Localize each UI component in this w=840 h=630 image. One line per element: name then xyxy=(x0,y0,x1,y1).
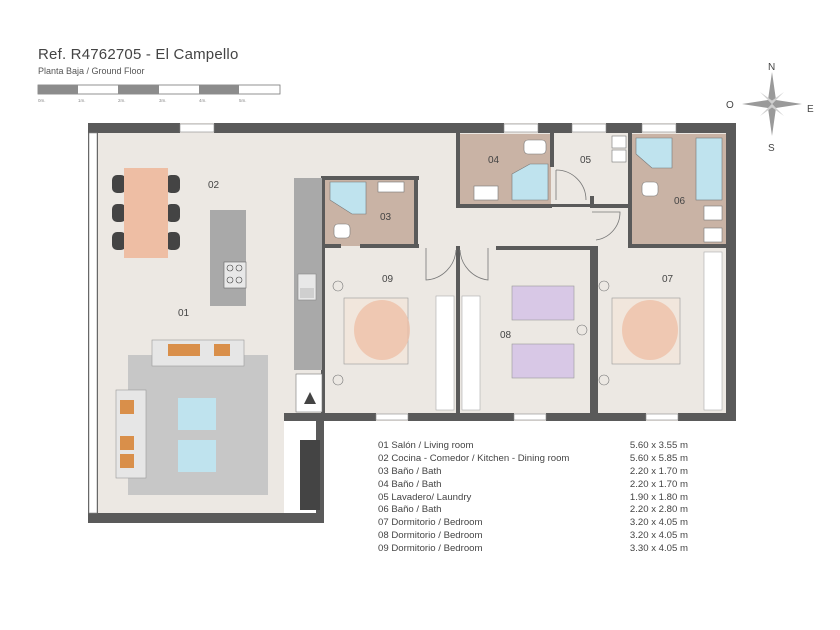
legend-row: 06 Baño / Bath 2.20 x 2.80 m xyxy=(378,504,688,517)
compass-e: E xyxy=(807,104,814,115)
legend-size: 3.30 x 4.05 m xyxy=(629,543,688,555)
legend-room: 06 Baño / Bath xyxy=(378,504,442,516)
living-area xyxy=(115,339,323,510)
legend-size: 2.20 x 2.80 m xyxy=(629,504,688,516)
scale-label: 0m. xyxy=(38,98,46,103)
windows xyxy=(88,123,679,514)
legend-row: 08 Dormitorio / Bedroom 3.20 x 4.05 m xyxy=(378,530,688,543)
room-label-08: 08 xyxy=(500,330,512,341)
legend-size: 2.20 x 1.70 m xyxy=(629,478,688,490)
legend-row: 03 Baño / Bath 2.20 x 1.70 m xyxy=(378,466,688,479)
scale-bar: 0m. 1m. 2m. 3m. 4m. 5m. xyxy=(37,84,281,103)
legend-size: 3.20 x 4.05 m xyxy=(629,517,688,529)
bedroom-08-furniture xyxy=(461,285,588,411)
bedroom-09-furniture xyxy=(332,280,455,411)
scale-label: 3m. xyxy=(159,98,167,103)
bedroom-07-furniture xyxy=(598,251,723,411)
legend-size: 2.20 x 1.70 m xyxy=(629,465,688,477)
room-label-03: 03 xyxy=(380,212,392,223)
legend-row: 09 Dormitorio / Bedroom 3.30 x 4.05 m xyxy=(378,543,688,556)
compass-rose: N S E O xyxy=(726,62,814,154)
legend-room: 03 Baño / Bath xyxy=(378,465,442,477)
legend-size: 3.20 x 4.05 m xyxy=(629,530,688,542)
page-title: Ref. R4762705 - El Campello xyxy=(38,46,239,63)
room-labels: 01 02 03 04 05 06 07 08 09 xyxy=(178,155,686,341)
interior-walls xyxy=(321,133,726,416)
legend-row: 04 Baño / Bath 2.20 x 1.70 m xyxy=(378,479,688,492)
bath-03-fixtures xyxy=(329,181,405,239)
bath-06-fixtures xyxy=(635,137,723,243)
legend-row: 07 Dormitorio / Bedroom 3.20 x 4.05 m xyxy=(378,517,688,530)
legend-room: 01 Salón / Living room xyxy=(378,440,474,451)
laundry-fixtures xyxy=(611,135,627,163)
room-label-06: 06 xyxy=(674,196,686,207)
kitchen-counter xyxy=(210,178,322,370)
dining-table xyxy=(112,168,180,258)
room-label-09: 09 xyxy=(382,274,394,285)
compass-o: O xyxy=(726,100,734,111)
scale-label: 1m. xyxy=(78,98,86,103)
room-label-05: 05 xyxy=(580,155,592,166)
page-subtitle: Planta Baja / Ground Floor xyxy=(38,66,145,76)
scale-label: 2m. xyxy=(118,98,126,103)
legend-row: 05 Lavadero/ Laundry 1.90 x 1.80 m xyxy=(378,492,688,505)
legend-row: 02 Cocina - Comedor / Kitchen - Dining r… xyxy=(378,453,688,466)
bath-04-fixtures xyxy=(473,139,549,201)
room-schedule: 01 Salón / Living room 5.60 x 3.55 m 02 C… xyxy=(378,440,688,556)
legend-room: 02 Cocina - Comedor / Kitchen - Dining r… xyxy=(378,452,570,464)
legend-size: 1.90 x 1.80 m xyxy=(629,491,688,503)
legend-room: 09 Dormitorio / Bedroom xyxy=(378,543,483,555)
legend-room: 08 Dormitorio / Bedroom xyxy=(378,530,483,542)
legend-room: 07 Dormitorio / Bedroom xyxy=(378,517,483,529)
compass-n: N xyxy=(768,62,775,73)
compass-s: S xyxy=(768,143,775,154)
room-label-04: 04 xyxy=(488,155,500,166)
room-label-07: 07 xyxy=(662,274,674,285)
scale-label: 5m. xyxy=(239,98,247,103)
legend-size: 5.60 x 5.85 m xyxy=(629,452,688,464)
room-label-01: 01 xyxy=(178,308,190,319)
doors xyxy=(425,169,621,281)
legend-row: 01 Salón / Living room 5.60 x 3.55 m xyxy=(378,440,688,453)
legend-room: 05 Lavadero/ Laundry xyxy=(378,491,472,503)
legend-room: 04 Baño / Bath xyxy=(378,478,442,490)
legend-size: 5.60 x 3.55 m xyxy=(629,440,688,451)
room-label-02: 02 xyxy=(208,180,220,191)
scale-label: 4m. xyxy=(199,98,207,103)
